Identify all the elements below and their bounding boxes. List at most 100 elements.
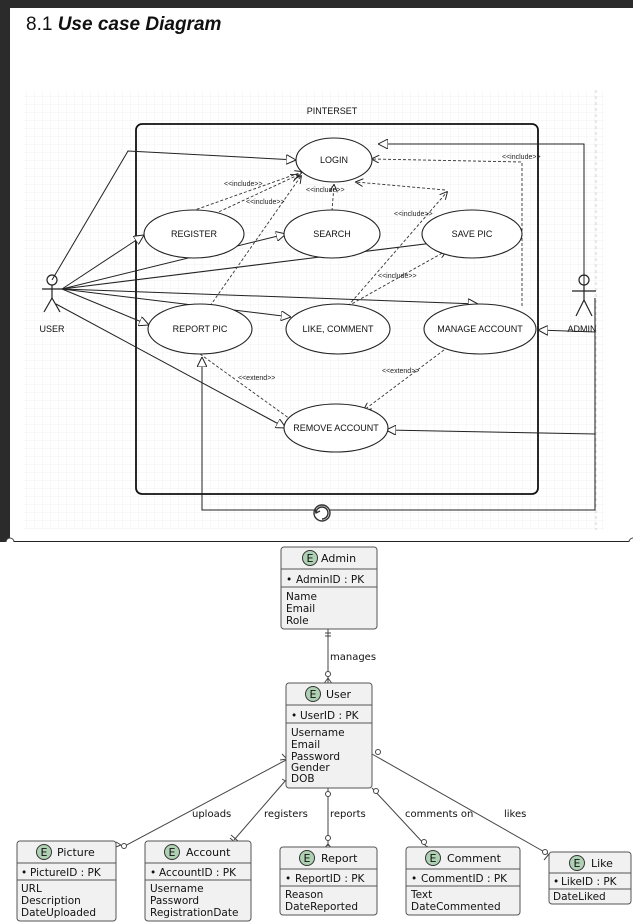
extend-label: <<extend>> [238,375,275,382]
relation-uploads: uploads [192,809,231,820]
entity-picture-name: Picture [57,846,95,859]
entity-account-field: RegistrationDate [150,907,238,919]
use-case-register-label: REGISTER [171,229,218,239]
use-case-like-comment [285,303,391,355]
include-label: <<include>> [378,273,417,280]
system-boundary [135,123,539,495]
entity-admin-field: Name [286,591,317,603]
er-diagram-page: manages uploads registers reports commen… [0,542,633,923]
entity-badge-letter: E [304,852,311,865]
use-case-like-comment-label: LIKE, COMMENT [302,324,374,334]
entity-badge [305,686,321,702]
svg-text:•: • [291,710,297,722]
entity-picture-field: DateUploaded [21,907,96,919]
use-case-page: 8.1 Use case Diagram PINTERSET [10,8,633,542]
entity-badge [569,855,585,871]
rotate-handle-icon[interactable] [313,504,331,522]
use-case-report-pic [147,303,253,355]
entity-badge-letter: E [41,846,48,859]
use-case-manage-account [423,303,537,355]
include-label: <<include>> [246,199,285,206]
entity-badge [36,844,52,860]
entity-like-name: Like [591,857,613,870]
entity-account-field: Username [150,883,204,895]
svg-text:•: • [150,867,156,879]
entity-comment-field: DateCommented [411,901,501,913]
entity-user-field: Gender [291,762,330,774]
use-case-remove-account [283,403,389,453]
svg-text:•: • [285,873,291,885]
use-case-save-pic-label: SAVE PIC [452,229,493,239]
entity-user-name: User [326,688,352,701]
include-label: <<include>> [502,154,541,161]
use-case-save-pic [421,209,523,259]
entity-comment-field: Text [410,889,432,901]
system-name: PINTERSET [307,106,358,116]
entity-like: E Like • LikeID : PK DateLiked [548,851,632,905]
entity-report-field: DateReported [285,901,358,913]
use-case-register [143,209,245,259]
include-label: <<include>> [394,211,433,218]
entity-picture-field: URL [21,883,42,895]
use-case-login-label: LOGIN [320,155,348,165]
use-case-diagram: PINTERSET USER ADMIN [24,90,604,530]
entity-user-field: DOB [291,773,315,785]
dependencies [191,159,523,424]
include-labels: <<include>> <<include>> <<include>> <<in… [224,154,541,382]
entity-user-field: Email [291,739,320,751]
entity-comment: E Comment • CommentID : PK Text DateComm… [405,846,521,916]
entity-badge-letter: E [169,846,176,859]
entity-badge-letter: E [574,857,581,870]
user-associations [51,150,478,428]
entity-user-field: Password [291,751,340,763]
entity-comment-name: Comment [447,852,502,865]
svg-text:•: • [411,873,417,885]
entity-admin-field: Role [286,615,309,627]
use-case-search-label: SEARCH [313,229,351,239]
entity-admin-name: Admin [321,552,356,565]
relation-registers: registers [264,809,308,820]
entity-picture-field: Description [21,895,81,907]
section-title: Use case Diagram [57,14,222,35]
admin-associations [202,144,596,511]
entity-like-field: DateLiked [553,891,606,903]
entity-admin-pk: AdminID : PK [296,574,365,586]
use-case-report-pic-label: REPORT PIC [173,324,228,334]
entity-admin-field: Email [286,603,315,615]
entity-account-field: Password [150,895,199,907]
svg-text:•: • [286,574,292,586]
use-case-login [295,137,373,183]
include-label: <<include>> [306,187,345,194]
entity-report-pk: ReportID : PK [295,873,366,885]
relation-reports: reports [330,809,366,820]
user-actor-label: USER [39,324,65,334]
section-number: 8.1 [26,14,53,35]
entity-comment-pk: CommentID : PK [421,873,508,885]
use-case-manage-account-label: MANAGE ACCOUNT [437,324,523,334]
entity-admin: E Admin • AdminID : PK Name Email Role [280,546,378,630]
entity-account-name: Account [186,846,231,859]
admin-actor-label: ADMIN [568,324,597,334]
svg-text:•: • [21,867,27,879]
entity-badge-letter: E [430,852,437,865]
use-case-search [283,209,381,259]
svg-text:•: • [553,876,559,888]
include-label: <<include>> [224,181,263,188]
entity-like-pk: LikeID : PK [561,876,618,888]
relation-manages: manages [330,652,376,663]
entity-badge-letter: E [307,552,314,565]
entity-picture-pk: PictureID : PK [30,867,102,879]
entity-badge [164,844,180,860]
entity-picture: E Picture • PictureID : PK URL Descripti… [16,840,117,922]
entity-account-pk: AccountID : PK [159,867,237,879]
entity-report: E Report • ReportID : PK Reason DateRepo… [279,846,378,916]
use-case-remove-account-label: REMOVE ACCOUNT [293,423,379,433]
entity-badge [425,850,441,866]
entity-user: E User • UserID : PK Username Email Pass… [285,682,373,789]
entity-user-field: Username [291,727,345,739]
extend-label: <<extend>> [382,368,419,375]
entity-user-pk: UserID : PK [300,710,360,722]
entity-badge-letter: E [310,688,317,701]
relation-likes: likes [504,809,526,820]
er-diagram: manages uploads registers reports commen… [16,546,632,922]
